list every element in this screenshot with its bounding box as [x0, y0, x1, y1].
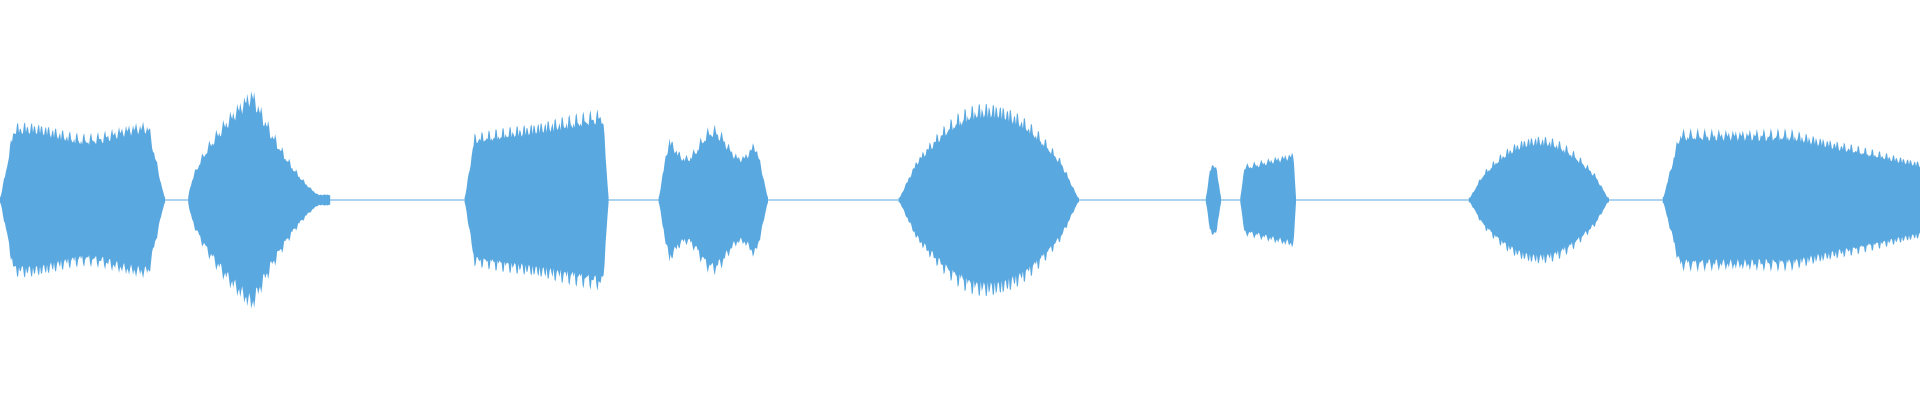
- waveform-segment: [188, 91, 331, 309]
- waveform-segment: [0, 121, 166, 279]
- waveform-segment: [1468, 136, 1609, 264]
- waveform-segment: [1240, 152, 1296, 248]
- waveform-segments: [0, 91, 1920, 309]
- waveform-segment: [658, 124, 768, 276]
- waveform-segment: [898, 104, 1079, 296]
- waveform-segment: [1662, 128, 1920, 272]
- waveform-segment: [464, 109, 609, 291]
- waveform-segment: [1205, 165, 1222, 235]
